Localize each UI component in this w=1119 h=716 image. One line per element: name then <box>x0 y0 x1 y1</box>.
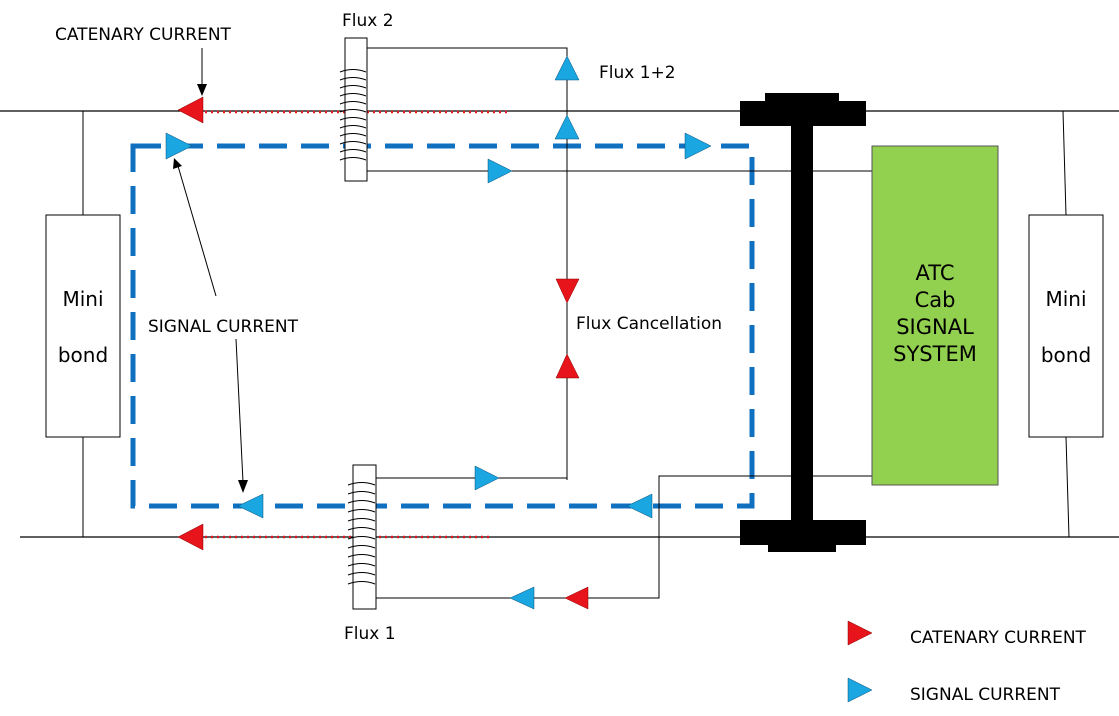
legend-signal-swatch <box>847 677 873 703</box>
flux-cancel-arrow-up <box>555 353 580 379</box>
legend: CATENARY CURRENT SIGNAL CURRENT <box>847 620 1087 705</box>
atc-line1: ATC <box>916 261 955 285</box>
flux2-coil <box>339 37 368 182</box>
catenary-arrow-top <box>177 96 204 124</box>
mini-bond-right-lead-top <box>1062 110 1067 216</box>
flux-cancel-arrow-down <box>555 278 580 304</box>
signal-arrow-loop-bottom-left <box>237 493 264 519</box>
mini-bond-left-line1: Mini <box>62 287 103 311</box>
legend-catenary-label: CATENARY CURRENT <box>910 628 1087 648</box>
flux-1-2-label: Flux 1+2 <box>599 63 676 83</box>
flux1-coil <box>347 464 377 610</box>
flux-1-label: Flux 1 <box>344 624 396 644</box>
legend-catenary-swatch <box>847 620 873 646</box>
catenary-arrow-flux1-wire <box>564 586 589 610</box>
catenary-arrow-bottom <box>177 523 204 551</box>
mini-bond-right-lead-bottom <box>1065 436 1070 538</box>
signal-arrow-flux1-wire-bottom <box>509 586 535 610</box>
signal-current-loop <box>130 143 755 509</box>
signal-arrow-loop-top-right <box>684 132 712 160</box>
signal-current-label: SIGNAL CURRENT <box>148 317 299 337</box>
signal-callout-line-down <box>235 338 244 483</box>
wheelset <box>740 93 866 552</box>
flux12-arrow-upper <box>554 55 580 81</box>
signal-arrow-flux1-wire-top <box>474 465 500 491</box>
mini-bond-left <box>45 214 121 438</box>
atc-line2: Cab <box>915 288 956 312</box>
mini-bond-right <box>1028 214 1104 438</box>
mini-bond-right-line2: bond <box>1041 343 1091 367</box>
flux-2-label: Flux 2 <box>342 11 394 31</box>
catenary-callout-head <box>197 84 207 96</box>
atc-line4: SYSTEM <box>893 342 977 366</box>
atc-cab-signal-system <box>871 145 999 486</box>
flux2-coil-wire-top <box>367 47 568 480</box>
flux-cancellation-label: Flux Cancellation <box>576 314 722 334</box>
atc-line3: SIGNAL <box>896 315 974 339</box>
signal-arrow-loop-top-left <box>165 132 193 160</box>
catenary-current-label: CATENARY CURRENT <box>55 25 232 45</box>
signal-callout-head-down <box>238 480 248 493</box>
flux12-arrow-lower <box>554 114 580 140</box>
signal-callout-line-up <box>177 165 217 297</box>
signal-callout-head-up <box>173 158 182 169</box>
legend-signal-label: SIGNAL CURRENT <box>910 685 1061 705</box>
signal-arrow-flux2-wire <box>487 158 513 184</box>
mini-bond-right-line1: Mini <box>1045 287 1086 311</box>
mini-bond-left-line2: bond <box>58 343 108 367</box>
signal-arrow-loop-bottom-right <box>626 493 653 519</box>
